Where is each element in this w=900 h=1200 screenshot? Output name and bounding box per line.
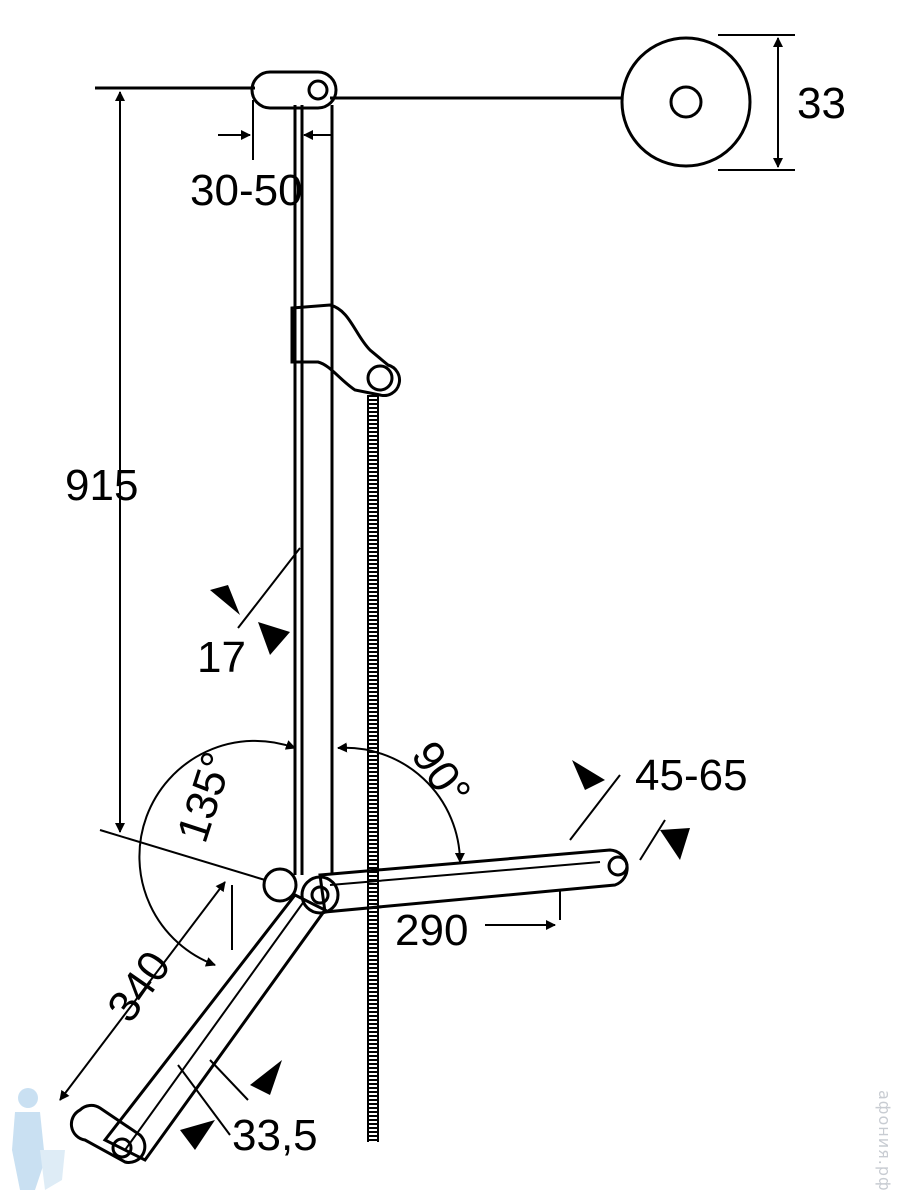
horizontal-arm [318, 848, 629, 930]
arm-diameter-label: 33,5 [232, 1111, 318, 1160]
arm-offset-label: 45-65 [635, 751, 748, 800]
rail-diameter-label: 17 [197, 633, 246, 682]
watermark-text: афония.рф [875, 1090, 894, 1192]
pivot-joint [262, 867, 340, 915]
slider-holder [290, 303, 401, 398]
angle-135-label: 135° [168, 746, 243, 848]
rail-length-label: 915 [65, 461, 138, 510]
flange-diameter-label: 33 [797, 79, 846, 128]
wall-flange [330, 34, 795, 171]
rail [293, 105, 334, 875]
angle-90-label: 90° [402, 733, 480, 816]
top-bracket [95, 70, 338, 160]
plumber-mascot-logo [12, 1088, 65, 1190]
wall-distance-label: 30-50 [190, 166, 303, 215]
shower-hose [367, 395, 379, 1142]
arm-short-label: 290 [395, 906, 468, 955]
